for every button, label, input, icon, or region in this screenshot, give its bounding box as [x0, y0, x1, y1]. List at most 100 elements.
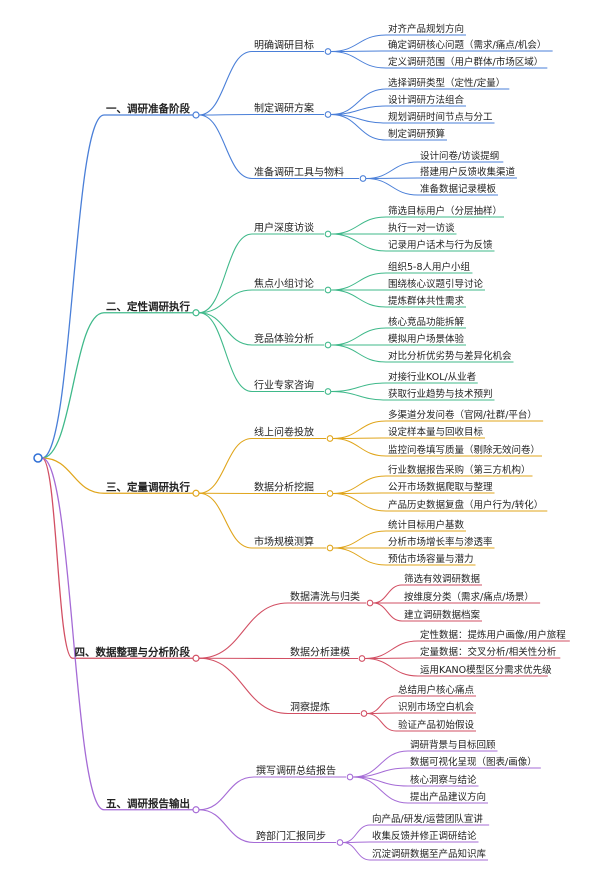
leaf-label[interactable]: 核心竞品功能拆解 — [388, 316, 465, 328]
leaf-label[interactable]: 对接行业KOL/从业者 — [388, 371, 476, 383]
topic-label[interactable]: 洞察提炼 — [290, 701, 330, 714]
leaf-label[interactable]: 验证产品初始假设 — [398, 719, 475, 731]
topic-collapse-handle[interactable] — [360, 710, 368, 717]
topic-to-leaf-connector — [330, 34, 387, 52]
leaf-label[interactable]: 调研背景与目标回顾 — [410, 739, 496, 751]
leaf-label[interactable]: 筛选目标用户（分层抽样） — [388, 205, 502, 217]
leaf-label[interactable]: 规划调研时间节点与分工 — [388, 111, 493, 123]
topic-label[interactable]: 竞品体验分析 — [254, 332, 314, 345]
topic-collapse-handle[interactable] — [324, 111, 332, 118]
leaf-label[interactable]: 准备数据记录模板 — [420, 183, 497, 195]
leaf-label[interactable]: 设计问卷/访谈提纲 — [420, 150, 499, 162]
leaf-label[interactable]: 对齐产品规划方向 — [388, 23, 464, 35]
topic-collapse-handle[interactable] — [324, 286, 332, 294]
leaf-label[interactable]: 设定样本量与回收目标 — [388, 426, 484, 438]
leaf-label[interactable]: 统计目标用户基数 — [388, 519, 465, 531]
leaf-label[interactable]: 数据可视化呈现（图表/画像） — [410, 756, 537, 768]
leaf-label[interactable]: 记录用户话术与行为反馈 — [388, 239, 493, 251]
section-collapse-handle[interactable] — [192, 309, 200, 317]
leaf-label[interactable]: 核心洞察与结论 — [410, 774, 477, 786]
section-label[interactable]: 二、定性调研执行 — [106, 300, 190, 313]
section-to-topic-connector — [198, 113, 253, 116]
leaf-label[interactable]: 多渠道分发问卷（官网/社群/平台） — [388, 409, 537, 421]
section-label[interactable]: 四、数据整理与分析阶段 — [75, 645, 191, 658]
leaf-label[interactable]: 分析市场增长率与渗透率 — [388, 536, 493, 548]
topic-collapse-handle[interactable] — [326, 490, 334, 497]
leaf-label[interactable]: 提炼群体共性需求 — [388, 295, 465, 307]
leaf-label[interactable]: 产品历史数据复盘（用户行为/转化） — [388, 499, 543, 511]
topic-collapse-handle[interactable] — [326, 544, 334, 552]
section-collapse-handle[interactable] — [192, 806, 200, 814]
leaf-label[interactable]: 执行一对一访谈 — [388, 222, 455, 234]
section-collapse-handle[interactable] — [192, 111, 200, 119]
topic-label[interactable]: 线上问卷投放 — [254, 426, 314, 439]
topic-to-leaf-connector — [364, 658, 419, 677]
leaf-label[interactable]: 选择调研类型（定性/定量） — [388, 77, 505, 89]
topic-label[interactable]: 数据清洗与归类 — [290, 590, 360, 603]
topic-collapse-handle[interactable] — [326, 435, 334, 442]
leaf-label[interactable]: 对比分析优劣势与差异化机会 — [388, 350, 512, 362]
topic-label[interactable]: 准备调研工具与物料 — [254, 166, 344, 179]
topic-collapse-handle[interactable] — [359, 175, 367, 182]
topic-collapse-handle[interactable] — [346, 773, 354, 781]
root-to-section-connector — [41, 114, 105, 459]
leaf-label[interactable]: 围绕核心议题引导讨论 — [388, 278, 484, 290]
section-label[interactable]: 三、定量调研执行 — [106, 480, 190, 493]
topic-collapse-handle[interactable] — [358, 655, 366, 662]
topic-label[interactable]: 用户深度访谈 — [254, 221, 314, 234]
topic-label[interactable]: 市场规模测算 — [254, 535, 314, 548]
leaf-label[interactable]: 获取行业趋势与技术预判 — [388, 388, 493, 400]
leaf-label[interactable]: 组织5-8人用户小组 — [388, 261, 471, 273]
topic-to-leaf-connector — [332, 530, 387, 549]
topic-label[interactable]: 数据分析挖掘 — [254, 481, 314, 494]
topic-collapse-handle[interactable] — [324, 388, 332, 395]
leaf-label[interactable]: 按维度分类（需求/痛点/场景） — [404, 591, 534, 603]
leaf-label[interactable]: 提出产品建议方向 — [410, 791, 486, 803]
leaf-label[interactable]: 搭建用户反馈收集渠道 — [420, 166, 516, 178]
topic-to-leaf-connector — [330, 289, 387, 308]
topic-to-leaf-connector — [332, 475, 387, 494]
section-label[interactable]: 一、调研准备阶段 — [106, 102, 190, 115]
leaf-label[interactable]: 预估市场容量与潜力 — [388, 553, 474, 565]
leaf-label[interactable]: 模拟用户场景体验 — [388, 333, 465, 345]
topic-collapse-handle[interactable] — [366, 599, 374, 607]
topic-label[interactable]: 行业专家咨询 — [254, 379, 314, 392]
leaf-label[interactable]: 行业数据报告采购（第三方机构） — [388, 464, 531, 476]
leaf-label[interactable]: 监控问卷填写质量（剔除无效问卷） — [388, 444, 540, 456]
leaf-label[interactable]: 定义调研范围（用户群体/市场区域） — [388, 56, 543, 68]
topic-collapse-handle[interactable] — [324, 341, 332, 349]
leaf-label[interactable]: 总结用户核心痛点 — [398, 684, 475, 696]
leaf-label[interactable]: 运用KANO模型区分需求优先级 — [420, 664, 552, 676]
section-to-topic-connector — [198, 50, 253, 116]
leaf-label[interactable]: 建立调研数据档案 — [404, 609, 481, 621]
topic-to-leaf-connector — [365, 161, 419, 179]
topic-collapse-handle[interactable] — [336, 839, 344, 846]
leaf-label[interactable]: 设计调研方法组合 — [388, 94, 465, 106]
leaf-label[interactable]: 向产品/研发/运营团队宣讲 — [372, 813, 483, 825]
topic-collapse-handle[interactable] — [324, 230, 332, 238]
leaf-label[interactable]: 筛选有效调研数据 — [404, 573, 481, 585]
topic-label[interactable]: 跨部门汇报同步 — [256, 830, 326, 843]
leaf-label[interactable]: 定量数据：交叉分析/相关性分析 — [420, 646, 557, 658]
section-collapse-handle[interactable] — [192, 654, 200, 662]
leaf-label[interactable]: 定性数据：提炼用户画像/用户旅程 — [420, 629, 566, 641]
topic-label[interactable]: 数据分析建模 — [290, 646, 350, 659]
topic-label[interactable]: 焦点小组讨论 — [254, 277, 314, 290]
leaf-label[interactable]: 公开市场数据爬取与整理 — [388, 481, 493, 493]
leaf-label[interactable]: 收集反馈并修正调研结论 — [372, 830, 477, 842]
topic-to-leaf-connector — [364, 640, 419, 659]
section-to-topic-connector — [198, 437, 253, 494]
section-to-topic-connector — [198, 312, 253, 346]
topic-to-leaf-connector — [342, 842, 371, 861]
topic-label[interactable]: 明确调研目标 — [254, 39, 314, 52]
leaf-label[interactable]: 沉淀调研数据至产品知识库 — [372, 848, 487, 860]
root-node[interactable] — [33, 453, 43, 463]
topic-collapse-handle[interactable] — [324, 48, 332, 55]
topic-label[interactable]: 撰写调研总结报告 — [256, 764, 336, 777]
leaf-label[interactable]: 确定调研核心问题（需求/痛点/机会） — [388, 39, 546, 51]
section-label[interactable]: 五、调研报告输出 — [106, 797, 190, 810]
leaf-label[interactable]: 识别市场空白机会 — [398, 701, 475, 713]
topic-label[interactable]: 制定调研方案 — [254, 102, 314, 115]
leaf-label[interactable]: 制定调研预算 — [388, 128, 445, 140]
section-collapse-handle[interactable] — [192, 489, 200, 497]
